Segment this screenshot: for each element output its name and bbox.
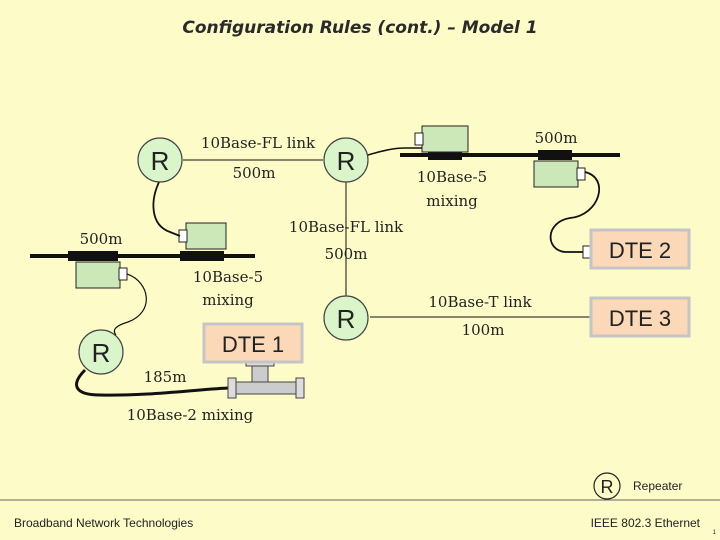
base5-left-name: 10Base-5 xyxy=(193,268,263,286)
legend-symbol: R xyxy=(601,477,614,497)
fl-vertical-link-name: 10Base-FL link xyxy=(289,218,404,236)
dte-1-box: DTE 1 xyxy=(202,322,304,364)
r4-drop-cable xyxy=(113,273,147,336)
t-connector-body xyxy=(235,381,297,395)
transceiver-right-lower xyxy=(533,160,579,188)
dte-1-label: DTE 1 xyxy=(222,332,284,357)
repeater-r1: R xyxy=(137,137,183,183)
transceiver-left-lower xyxy=(75,261,121,289)
repeater-r3-letter: R xyxy=(337,304,356,334)
t-connector-right-cap xyxy=(295,377,305,399)
fl-top-link-length: 500m xyxy=(233,164,276,182)
fl-top-link-name: 10Base-FL link xyxy=(201,134,316,152)
base5-left-length: 500m xyxy=(80,230,123,248)
page-number: 1 xyxy=(712,530,716,536)
transceiver-left-lower-port xyxy=(118,267,128,281)
thin-coax-cable xyxy=(75,368,229,397)
t-connector-left-cap xyxy=(227,377,237,399)
repeater-r1-letter: R xyxy=(151,146,170,176)
r1-drop-cable xyxy=(152,179,181,237)
footer-right-text: IEEE 802.3 Ethernet xyxy=(590,516,700,530)
base5-right-mixing: mixing xyxy=(426,192,478,210)
dte-3-box: DTE 3 xyxy=(589,296,691,338)
coax-right-tap-a xyxy=(428,150,462,160)
transceiver-left-upper-port xyxy=(178,229,188,243)
transceiver-right-upper-port xyxy=(414,132,424,146)
coax-left-tap-b xyxy=(180,251,224,261)
fl-vertical-link-length: 500m xyxy=(325,245,368,263)
repeater-r4: R xyxy=(78,329,124,375)
base2-length: 185m xyxy=(144,368,187,386)
repeater-r2: R xyxy=(323,137,369,183)
repeater-r2-letter: R xyxy=(337,146,356,176)
legend: R Repeater xyxy=(593,472,682,500)
legend-repeater-icon xyxy=(593,472,621,500)
base-t-link-name: 10Base-T link xyxy=(428,293,532,311)
base5-right-length: 500m xyxy=(535,129,578,147)
dte-2-label: DTE 2 xyxy=(609,238,671,263)
repeater-r3: R xyxy=(323,295,369,341)
base-t-link-length: 100m xyxy=(462,321,505,339)
base5-left-mixing: mixing xyxy=(202,291,254,309)
dte-3-label: DTE 3 xyxy=(609,306,671,331)
slide-title: Configuration Rules (cont.) – Model 1 xyxy=(182,18,538,38)
dte2-drop-cable xyxy=(549,171,601,253)
footer-left-text: Broadband Network Technologies xyxy=(14,516,194,530)
legend-label: Repeater xyxy=(633,479,682,493)
dte-2-box: DTE 2 xyxy=(589,228,691,270)
base2-name: 10Base-2 mixing xyxy=(127,406,254,424)
coax-left-tap-a xyxy=(68,251,118,261)
transceiver-right-upper xyxy=(421,125,469,153)
transceiver-right-lower-port xyxy=(576,167,586,181)
coax-right-tap-b xyxy=(538,150,572,160)
transceiver-left-upper xyxy=(185,222,227,250)
r2-drop-cable xyxy=(367,147,422,156)
base5-right-name: 10Base-5 xyxy=(417,168,487,186)
repeater-r4-letter: R xyxy=(92,338,111,368)
